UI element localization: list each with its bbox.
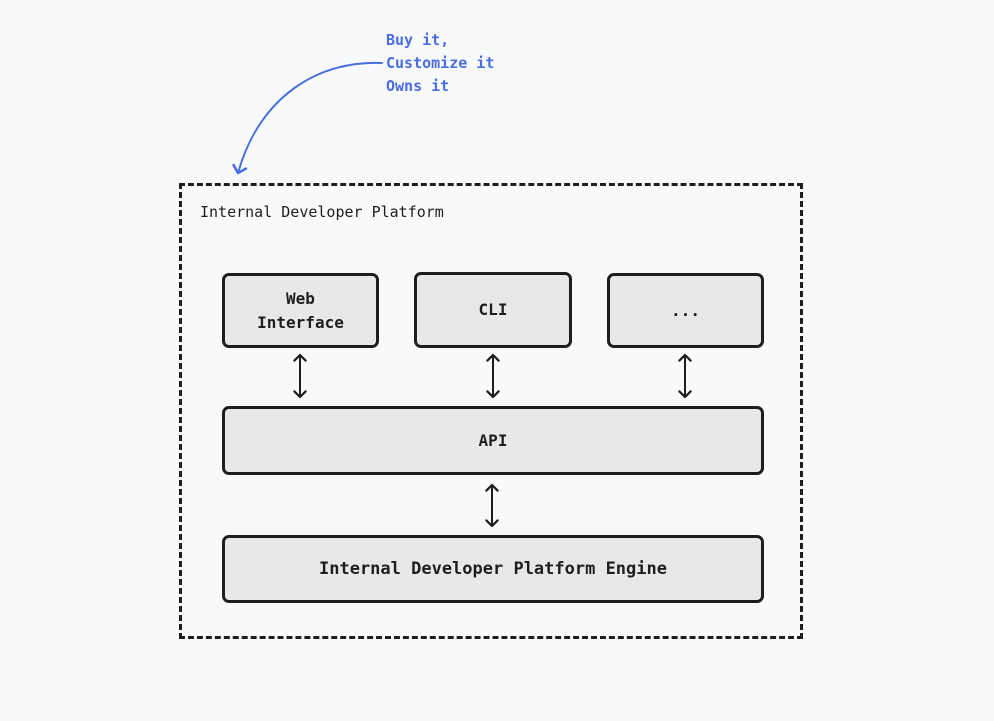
api-label: API [478,430,508,450]
engine-label: Internal Developer Platform Engine [319,559,667,579]
web-interface-label: Web Interface [257,288,344,332]
api-box: API [222,406,764,475]
platform-label: Internal Developer Platform [200,203,444,221]
annotation-line-2: Customize it [386,54,495,72]
more-interfaces-label: ... [671,300,700,320]
cli-label: CLI [478,300,508,319]
annotation-line-3: Owns it [386,77,450,95]
annotation-line-1: Buy it, [386,31,450,49]
more-interfaces-box: ... [607,273,764,348]
cli-box: CLI [414,272,572,348]
annotation-arrow [232,61,383,175]
web-interface-box: Web Interface [222,273,379,348]
platform-boundary [179,183,803,639]
annotation-note: Buy it, Customize it Owns it [386,29,494,98]
engine-box: Internal Developer Platform Engine [222,535,764,603]
